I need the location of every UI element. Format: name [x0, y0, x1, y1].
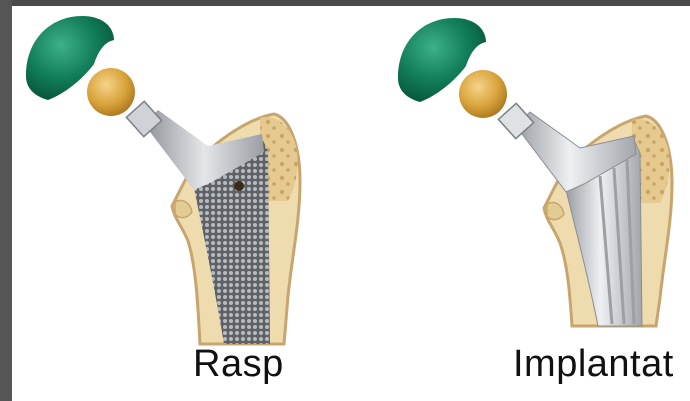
- femoral-head: [459, 70, 507, 118]
- implant-svg: [350, 6, 690, 401]
- rasp-hole: [234, 181, 244, 191]
- implant-label: Implantat: [513, 343, 674, 386]
- rasp-illustration: [12, 6, 352, 401]
- rasp-svg: [12, 6, 352, 401]
- implant-illustration: [350, 6, 690, 401]
- rasp-label: Rasp: [193, 343, 284, 386]
- femoral-head: [87, 68, 135, 116]
- left-frame-border: [0, 0, 12, 401]
